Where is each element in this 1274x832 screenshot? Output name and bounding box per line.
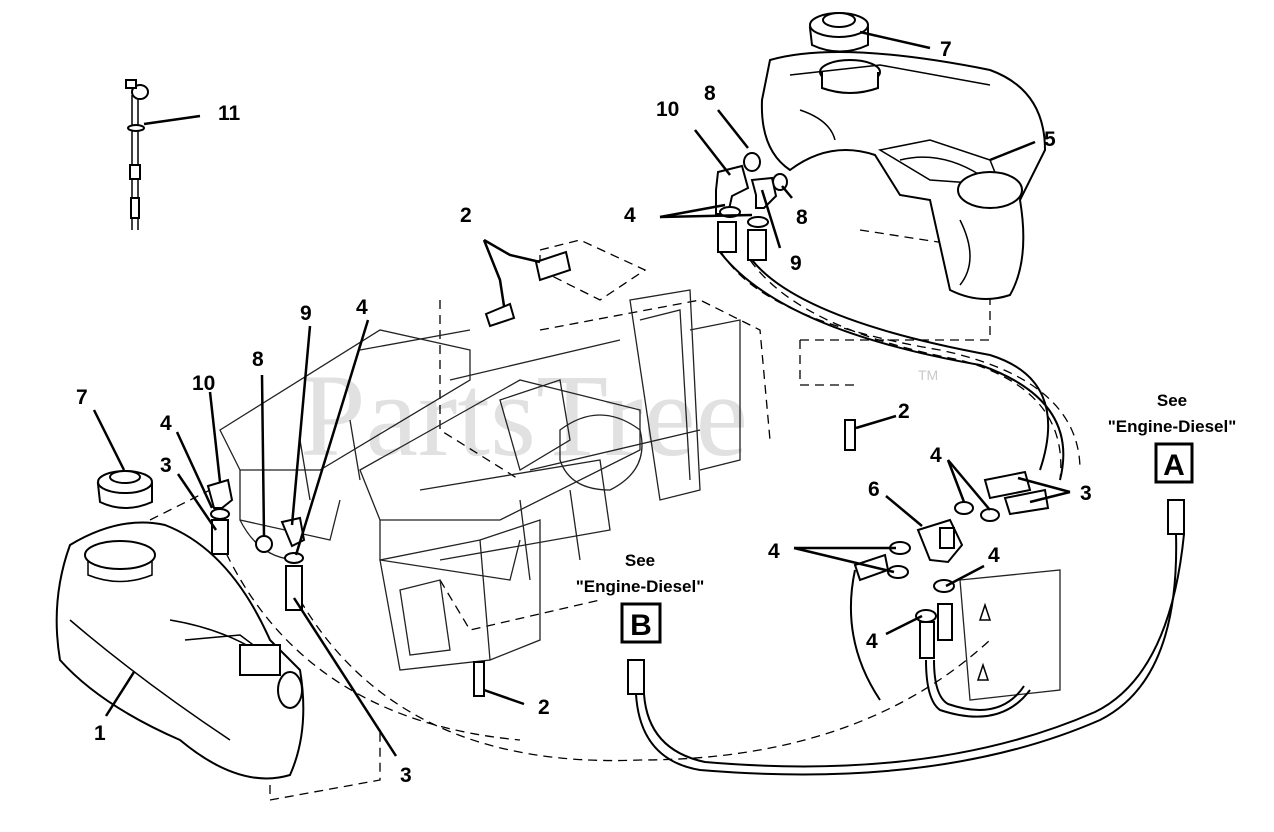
callout-4-tee-left: 4 <box>768 540 780 563</box>
callout-3-bottom: 3 <box>400 764 412 787</box>
callout-8-top: 8 <box>704 82 716 105</box>
bolts <box>473 250 856 697</box>
right-tank-fittings <box>715 152 788 261</box>
frame-assembly <box>219 289 741 671</box>
fuel-tank-right <box>760 51 1047 300</box>
callout-6: 6 <box>868 478 880 501</box>
callout-2-mid: 2 <box>898 400 910 423</box>
callout-7-top: 7 <box>940 38 952 61</box>
reference-a-see: See <box>1157 391 1187 410</box>
callout-5: 5 <box>1044 128 1056 151</box>
left-tank-fittings <box>206 478 306 611</box>
callout-9-top: 9 <box>790 252 802 275</box>
reference-b-box <box>620 602 662 644</box>
callout-10-top: 10 <box>656 98 679 121</box>
fuel-tank-left <box>55 521 305 780</box>
reference-a-box <box>1154 442 1194 484</box>
fuel-cap-left <box>96 470 153 509</box>
callout-2-top: 2 <box>460 204 472 227</box>
fuel-cap-right <box>808 12 869 53</box>
reference-a: See "Engine-Diesel" A <box>1108 391 1237 484</box>
reference-b-letter: B <box>630 609 652 642</box>
callout-3-right: 3 <box>1080 482 1092 505</box>
reference-b: See "Engine-Diesel" B <box>576 551 705 644</box>
tee-fitting-assembly <box>627 470 1185 695</box>
callout-4-tee-right: 4 <box>988 544 1000 567</box>
callout-4-mid: 4 <box>356 296 368 319</box>
callout-4-top: 4 <box>624 204 636 227</box>
fuel-hoses <box>635 251 1185 776</box>
callout-8-right: 8 <box>796 206 808 229</box>
fuel-sender <box>125 79 149 230</box>
callout-4-left: 4 <box>160 412 172 435</box>
watermark-tm: TM <box>918 367 938 383</box>
reference-b-see: See <box>625 551 655 570</box>
reference-a-letter: A <box>1163 449 1185 482</box>
callout-4-right-top: 4 <box>930 444 942 467</box>
dashed-outlines <box>149 229 1081 801</box>
callout-8-left: 8 <box>252 348 264 371</box>
callout-2-bottom: 2 <box>538 696 550 719</box>
callout-11: 11 <box>218 102 241 125</box>
callout-4-bottom-right: 4 <box>866 630 878 653</box>
reference-b-target: "Engine-Diesel" <box>576 577 705 596</box>
callout-7-left: 7 <box>76 386 88 409</box>
callout-3-left: 3 <box>160 454 172 477</box>
callout-9-left: 9 <box>300 302 312 325</box>
callout-10-left: 10 <box>192 372 215 395</box>
reference-a-target: "Engine-Diesel" <box>1108 417 1237 436</box>
watermark: PartsTree <box>300 350 748 481</box>
callout-labels: 11 7 10 8 5 4 8 9 2 9 4 8 10 7 4 3 1 3 2… <box>76 38 1092 787</box>
mounting-plate <box>959 569 1061 701</box>
callout-1: 1 <box>94 722 106 745</box>
leader-lines <box>92 30 1071 757</box>
